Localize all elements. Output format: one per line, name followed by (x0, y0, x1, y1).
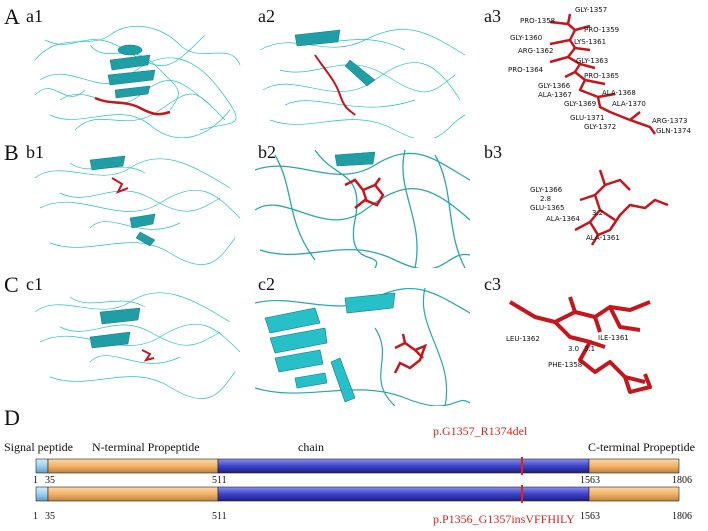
bar1-chain-segment (217, 458, 590, 474)
bar1-mutation-marker (521, 457, 523, 475)
structure-b3: GLY-1366 2.8 GLU-1365 ALA-1364 3.2 ALA-1… (530, 169, 669, 246)
c3-distance-label: 3.1 (584, 345, 595, 353)
a3-residue-label: GLU-1371 (570, 114, 604, 122)
n-propeptide-label: N-terminal Propeptide (92, 440, 200, 454)
a3-residue-label: GLY-1363 (576, 57, 608, 65)
a3-residue-label: LYS-1361 (574, 38, 606, 46)
tick-511: 511 (212, 475, 227, 486)
c3-residue-label: ILE-1361 (598, 334, 629, 342)
mutation-top-label: p.G1357_R1374del (433, 424, 528, 438)
panel-label-c1: c1 (26, 274, 43, 294)
b3-residue-label: GLY-1366 (530, 186, 563, 194)
a3-residue-label: ALA-1370 (612, 100, 646, 108)
bar2-c-propeptide-segment (588, 486, 680, 502)
structure-a1 (34, 25, 241, 138)
panel-label-b1: b1 (26, 142, 44, 162)
b3-residue-label: ALA-1364 (546, 215, 580, 223)
bar1-signal-segment (35, 458, 49, 474)
panel-letter-A: A (4, 4, 20, 29)
structure-c1 (34, 292, 241, 399)
tick-35: 35 (45, 475, 55, 486)
panel-label-a3: a3 (484, 6, 501, 26)
tick-1563: 1563 (580, 511, 600, 522)
tick-511: 511 (212, 511, 227, 522)
c3-residue-label: PHE-1358 (548, 361, 582, 369)
a3-residue-label: ARG-1362 (518, 47, 553, 55)
panel-letter-C: C (4, 272, 19, 297)
panel-label-a1: a1 (26, 6, 43, 26)
panel-label-c2: c2 (258, 274, 275, 294)
b3-distance-label: 2.8 (540, 195, 551, 203)
a3-residue-label: ARG-1373 (652, 117, 687, 125)
a3-residue-label: GLY-1366 (538, 82, 571, 90)
a3-residue-label: ALA-1367 (538, 91, 572, 99)
a3-residue-label: PRO-1365 (584, 72, 619, 80)
b3-distance-label: 3.2 (592, 209, 603, 217)
bar1-c-propeptide-segment (588, 458, 680, 474)
tick-1: 1 (33, 475, 38, 486)
c-propeptide-label: C-terminal Propeptide (588, 440, 695, 454)
structure-c2 (255, 288, 470, 406)
panel-letter-D: D (4, 405, 20, 430)
bar2-n-propeptide-segment (47, 486, 219, 502)
mutation-bottom-label: p.P1356_G1357insVFFHILY (433, 512, 575, 526)
panel-letter-B: B (4, 140, 19, 165)
b3-residue-label: ALA-1361 (586, 234, 620, 242)
a3-residue-label: PRO-1358 (520, 17, 555, 25)
domain-bars (35, 457, 680, 503)
chain-label: chain (298, 440, 324, 454)
c3-distance-label: 3.0 (568, 345, 579, 353)
a3-residue-label: GLY-1360 (510, 34, 542, 42)
panel-label-b3: b3 (484, 142, 502, 162)
tick-35: 35 (45, 511, 55, 522)
a3-residue-label: ALA-1368 (602, 89, 636, 97)
structure-a2 (259, 29, 466, 138)
a3-residue-label: GLY-1369 (564, 100, 596, 108)
b3-residue-label: GLU-1365 (530, 204, 564, 212)
structure-b1 (34, 155, 241, 265)
a3-residue-label: GLY-1372 (584, 123, 616, 131)
panel-label-a2: a2 (258, 6, 275, 26)
tick-1: 1 (33, 511, 38, 522)
panel-label-c3: c3 (484, 274, 501, 294)
tick-1806: 1806 (672, 475, 692, 486)
a3-residue-label: GLN-1374 (656, 127, 691, 135)
bar2-chain-segment (217, 486, 590, 502)
a3-residue-label: GLY-1357 (575, 6, 607, 14)
bar2-mutation-marker (521, 485, 523, 503)
bar2-signal-segment (35, 486, 49, 502)
bar1-n-propeptide-segment (47, 458, 219, 474)
signal-peptide-label: Signal peptide (4, 440, 73, 454)
a3-residue-label: PRO-1359 (584, 26, 619, 34)
structure-c3: LEU-1362 ILE-1361 3.0 3.1 PHE-1358 (506, 296, 652, 394)
panel-label-b2: b2 (258, 142, 276, 162)
tick-1806: 1806 (672, 511, 692, 522)
c3-residue-label: LEU-1362 (506, 335, 540, 343)
structure-b2 (255, 150, 470, 268)
structure-a3: GLY-1357 PRO-1358 PRO-1359 GLY-1360 LYS-… (508, 6, 691, 135)
a3-residue-label: PRO-1364 (508, 66, 544, 74)
tick-1563: 1563 (580, 475, 600, 486)
